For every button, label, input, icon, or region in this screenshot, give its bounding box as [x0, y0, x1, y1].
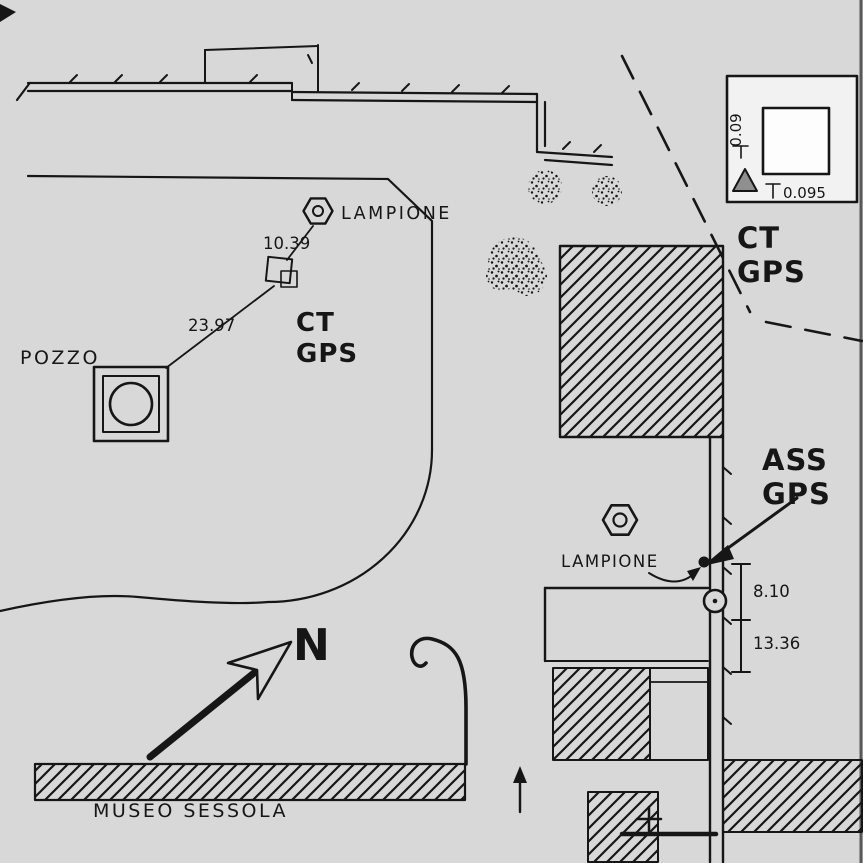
lampione-lower-label: LAMPIONE [561, 552, 659, 571]
kerb-and-courtyard-edge [0, 174, 434, 613]
small-up-arrow [513, 766, 527, 814]
boundary-dashed-line [620, 54, 863, 343]
inset-triangle-marker [732, 168, 758, 192]
ass-gps-label-line2: GPS [762, 477, 831, 511]
top-fence-wall [15, 44, 614, 167]
ass-point-dot [698, 556, 710, 568]
ass-gps-label-line1: ASS [762, 443, 828, 477]
bottom-hatched-ground [587, 759, 863, 863]
tree-icons [486, 170, 622, 296]
inset-offset-measurement: 0.095 [783, 184, 826, 202]
lamp-to-ct-measurement: 10.39 [263, 234, 310, 253]
lampione-upper-label: LAMPIONE [341, 204, 452, 224]
hooked-kerb-curve [409, 636, 468, 766]
lampione-leader-arrow [648, 567, 701, 583]
pozzo-label: POZZO [20, 347, 100, 369]
ct-measurement-leaders [165, 225, 314, 369]
inset-height-measurement: 0.09 [727, 113, 745, 146]
scan-corner-mark [0, 4, 16, 22]
detail-inset: 0.09 0.095 [725, 74, 859, 204]
museo-sessola-label: MUSEO SESSOLA [93, 800, 288, 822]
north-arrow-head [226, 640, 293, 701]
ct-gps-plan-label-line2: GPS [296, 339, 358, 369]
streetlamp-lower-icon [601, 503, 639, 537]
pozzo-to-ct-measurement: 23.97 [188, 316, 235, 335]
ass-needle-head [703, 545, 734, 566]
ct-gps-plan-label-line1: CT [296, 308, 335, 338]
ass-gps-marker [698, 496, 799, 614]
building-hatched [558, 244, 725, 439]
lower-structures [543, 586, 710, 761]
pozzo-symbol [92, 365, 170, 443]
ass-to-corner-measurement: 13.36 [753, 634, 800, 653]
north-label: N [293, 620, 330, 671]
dimension-line [731, 563, 751, 673]
ct-gps-inset-label-line1: CT [737, 221, 780, 255]
north-arrow [146, 640, 293, 761]
streetlamp-upper-icon [302, 197, 334, 225]
ct-gps-point-symbol [264, 255, 298, 288]
museum-building [33, 762, 467, 802]
ass-to-lamp-measurement: 8.10 [753, 582, 790, 601]
ct-gps-inset-label-line2: GPS [737, 255, 806, 289]
